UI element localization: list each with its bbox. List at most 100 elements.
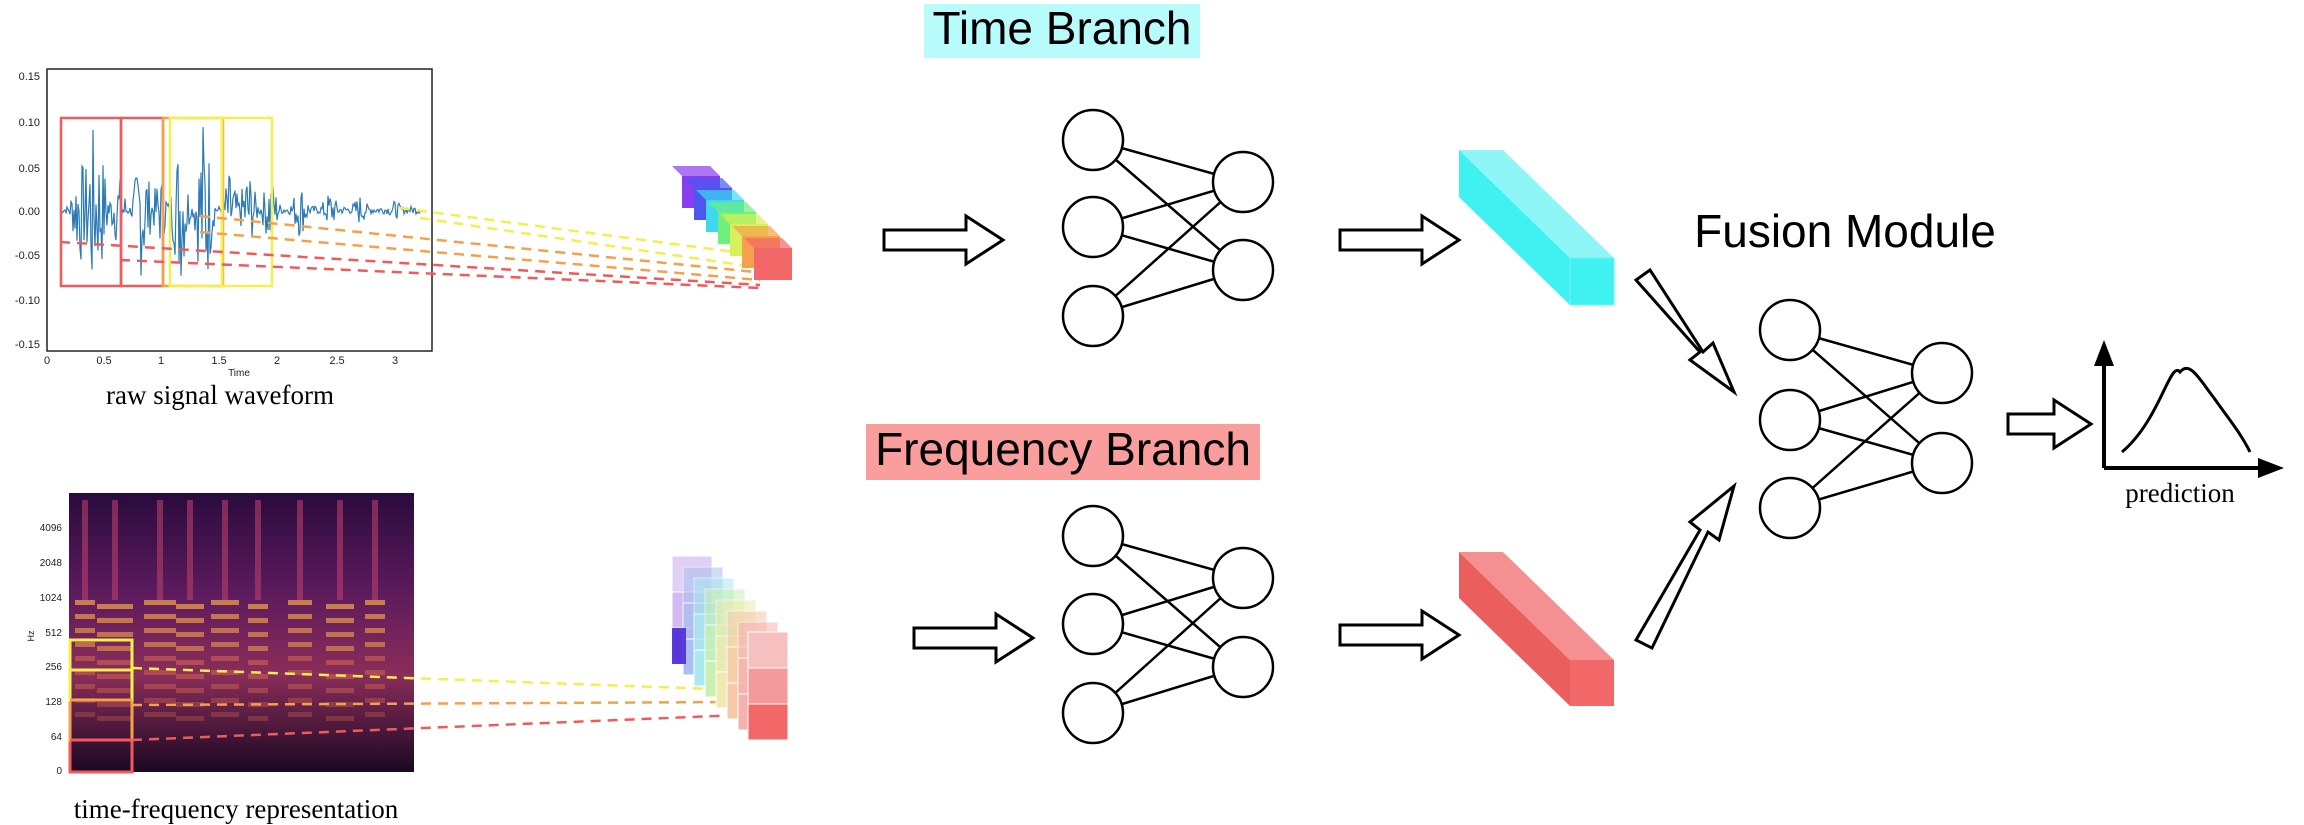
- red-bar-top: [1459, 552, 1614, 660]
- harmonic-band: [97, 702, 133, 707]
- x-tick: 1.5: [211, 355, 226, 367]
- harmonic-band: [365, 600, 385, 605]
- harmonic-band: [288, 670, 312, 675]
- stack-slice: [754, 248, 792, 280]
- x-tick: 2: [274, 355, 280, 367]
- harmonic-band: [326, 688, 354, 693]
- arrow-right-icon: [1338, 608, 1462, 662]
- network-node: [1758, 388, 1822, 452]
- y-tick: 512: [45, 628, 62, 639]
- harmonic-band: [297, 500, 303, 600]
- stack-slice-top: [708, 202, 756, 212]
- y-tick: 0.10: [19, 117, 40, 129]
- harmonic-band: [365, 656, 385, 661]
- y-tick: 1024: [40, 593, 63, 604]
- time-branch-title: Time Branch: [924, 2, 1200, 58]
- stack-slice-top: [696, 190, 744, 200]
- frequency-feature-vector: [1459, 552, 1614, 706]
- harmonic-band: [144, 642, 176, 647]
- harmonic-band: [211, 614, 239, 619]
- harmonic-band: [176, 674, 204, 679]
- stack-cell: [672, 628, 686, 664]
- harmonic-band: [365, 628, 385, 633]
- time-window-yellow-2: [220, 116, 274, 288]
- harmonic-band: [97, 688, 133, 693]
- harmonic-band: [288, 698, 312, 703]
- frequency-branch-label: Frequency Branch: [875, 423, 1251, 475]
- network-node: [1061, 108, 1125, 172]
- time-branch-label: Time Branch: [932, 2, 1191, 54]
- harmonic-band: [211, 656, 239, 661]
- network-edge: [1789, 372, 1943, 509]
- stack-front-cell: [747, 631, 789, 669]
- frequency-branch-network: [1061, 504, 1275, 745]
- distribution-curve: [2121, 366, 2252, 454]
- harmonic-band: [187, 500, 193, 600]
- frequency-branch-highlight: [866, 424, 1260, 480]
- harmonic-band: [288, 642, 312, 647]
- x-axis-arrowhead-icon: [2258, 458, 2284, 478]
- network-node: [1061, 195, 1125, 259]
- harmonic-band: [248, 604, 268, 609]
- prediction-plot: prediction: [2094, 340, 2284, 508]
- harmonic-band: [97, 716, 133, 721]
- harmonic-band: [211, 642, 239, 647]
- harmonic-band: [112, 500, 118, 600]
- harmonic-band: [75, 642, 95, 647]
- harmonic-band: [365, 614, 385, 619]
- harmonic-band: [248, 660, 268, 665]
- harmonic-band: [97, 646, 133, 651]
- frequency-branch-title: Frequency Branch: [866, 423, 1260, 480]
- prediction-caption: prediction: [2125, 478, 2235, 508]
- harmonic-band: [326, 604, 354, 609]
- harmonic-band: [337, 500, 343, 600]
- fusion-network: [1758, 298, 1974, 540]
- network-node: [1211, 546, 1275, 610]
- arrow-right-icon: [912, 611, 1036, 665]
- harmonic-band: [288, 656, 312, 661]
- harmonic-band: [144, 628, 176, 633]
- harmonic-band: [157, 500, 163, 600]
- cyan-bar-top: [1459, 150, 1614, 258]
- network-edge: [1092, 577, 1244, 714]
- harmonic-band: [365, 712, 385, 717]
- y-tick: -0.05: [15, 250, 40, 262]
- network-edge: [1092, 181, 1244, 317]
- stack-slice-top: [684, 178, 732, 188]
- harmonic-band: [75, 712, 95, 717]
- x-tick: 1: [158, 355, 164, 367]
- projection-line: [199, 214, 756, 274]
- harmonic-band: [248, 688, 268, 693]
- harmonic-band: [211, 628, 239, 633]
- projection-line: [119, 258, 761, 290]
- network-node: [1211, 238, 1275, 302]
- y-tick: -0.10: [15, 295, 40, 307]
- harmonic-band: [288, 684, 312, 689]
- harmonic-band: [144, 656, 176, 661]
- harmonic-band: [365, 684, 385, 689]
- y-tick: 2048: [40, 558, 63, 569]
- harmonic-band: [97, 674, 133, 679]
- harmonic-band: [372, 500, 378, 600]
- y-tick: 64: [51, 732, 63, 743]
- harmonic-band: [144, 698, 176, 703]
- harmonic-band: [326, 660, 354, 665]
- arrow-right-icon: [2006, 397, 2094, 451]
- spectrogram-plot: 4096 2048 1024 512 256 128 64 0 Hz time-…: [26, 493, 414, 824]
- harmonic-band: [176, 618, 204, 623]
- waveform-x-ticks: 0 0.5 1 1.5 2 2.5 3: [44, 355, 398, 367]
- y-tick: 0.00: [19, 206, 40, 218]
- harmonic-band: [176, 660, 204, 665]
- harmonic-band: [144, 600, 176, 605]
- harmonic-band: [288, 712, 312, 717]
- y-tick: -0.15: [15, 339, 40, 351]
- cyan-bar-front: [1569, 257, 1615, 306]
- harmonic-band: [75, 614, 95, 619]
- harmonic-band: [326, 646, 354, 651]
- harmonic-band: [248, 632, 268, 637]
- harmonic-band: [75, 684, 95, 689]
- stack-slice-top: [744, 238, 792, 248]
- network-node: [1211, 150, 1275, 214]
- network-node: [1758, 476, 1822, 540]
- fusion-module-title: Fusion Module: [1694, 205, 1996, 257]
